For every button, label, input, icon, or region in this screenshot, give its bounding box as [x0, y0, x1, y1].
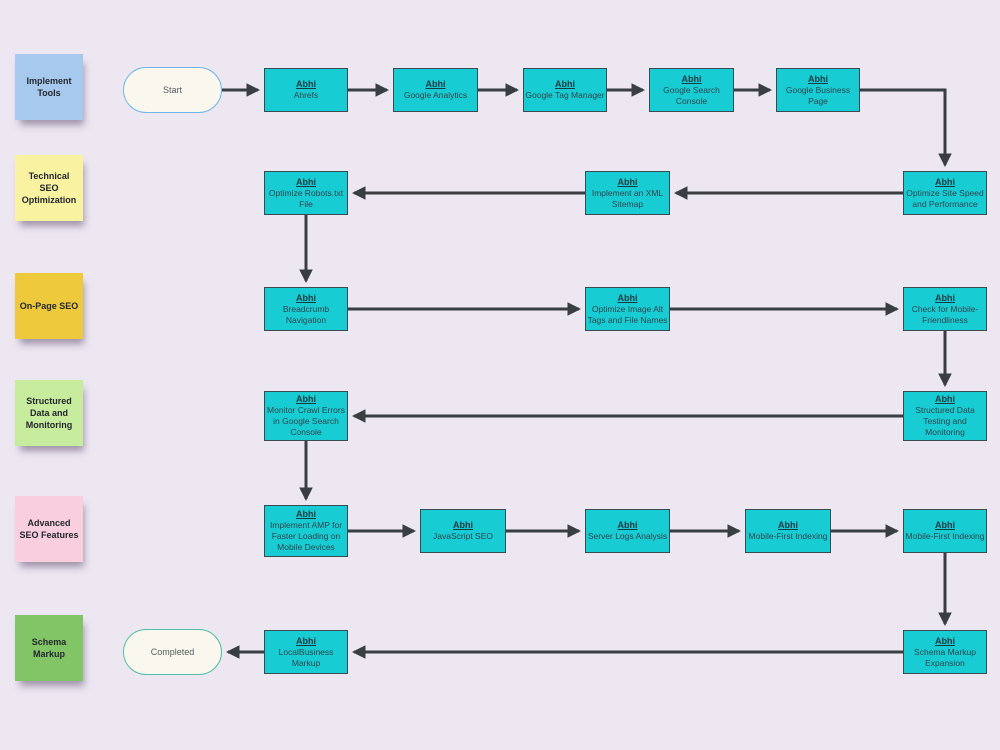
flow-node-image-alt-tags[interactable]: Abhi Optimize Image Alt Tags and File Na… [585, 287, 670, 331]
flow-node-google-tag-manager[interactable]: Abhi Google Tag Manager [523, 68, 607, 112]
node-subtitle: Structured Data Testing and Monitoring [915, 405, 975, 438]
node-title: Abhi [617, 292, 638, 303]
sticky-note-schema-markup[interactable]: Schema Markup [15, 615, 83, 681]
node-subtitle: JavaScript SEO [433, 531, 493, 542]
sticky-note-advanced-seo[interactable]: Advanced SEO Features [15, 496, 83, 562]
node-subtitle: Breadcrumb Navigation [282, 303, 330, 325]
node-subtitle: Ahrefs [293, 90, 319, 101]
node-title: Abhi [935, 519, 955, 530]
node-subtitle: Implement AMP for Faster Loading on Mobi… [269, 520, 343, 553]
sticky-note-on-page-seo[interactable]: On-Page SEO [15, 273, 83, 339]
node-title: Abhi [296, 509, 316, 520]
node-title: Abhi [617, 176, 638, 187]
node-subtitle: Optimize Site Speed and Performance [906, 187, 984, 209]
flow-node-optimize-site-speed[interactable]: Abhi Optimize Site Speed and Performance [903, 171, 987, 215]
flow-node-mobile-friendliness[interactable]: Abhi Check for Mobile-Friendliness [903, 287, 987, 331]
node-title: Abhi [617, 519, 638, 530]
start-label: Start [162, 85, 182, 95]
node-title: Abhi [935, 394, 955, 405]
node-title: Abhi [681, 73, 702, 84]
node-subtitle: Google Search Console [663, 84, 720, 106]
flow-node-ahrefs[interactable]: Abhi Ahrefs [264, 68, 348, 112]
flow-node-javascript-seo[interactable]: Abhi JavaScript SEO [420, 509, 506, 553]
flow-node-mobile-first-indexing-1[interactable]: Abhi Mobile-First Indexing [745, 509, 831, 553]
flow-node-robots-txt[interactable]: Abhi Optimize Robots.txt File [264, 171, 348, 215]
flow-node-breadcrumb-navigation[interactable]: Abhi Breadcrumb Navigation [264, 287, 348, 331]
node-subtitle: Server Logs Analysis [587, 531, 668, 542]
node-title: Abhi [296, 635, 316, 646]
completed-terminal[interactable]: Completed [123, 629, 222, 675]
sticky-label: Advanced SEO Features [19, 517, 79, 540]
sticky-note-structured-data[interactable]: Structured Data and Monitoring [15, 380, 83, 446]
node-title: Abhi [935, 635, 955, 646]
node-title: Abhi [778, 519, 798, 530]
flow-node-structured-data-testing[interactable]: Abhi Structured Data Testing and Monitor… [903, 391, 987, 441]
flow-node-server-logs-analysis[interactable]: Abhi Server Logs Analysis [585, 509, 670, 553]
node-title: Abhi [296, 292, 316, 303]
node-subtitle: Google Analytics [403, 90, 468, 101]
node-title: Abhi [808, 73, 828, 84]
node-title: Abhi [453, 519, 473, 530]
node-subtitle: Monitor Crawl Errors in Google Search Co… [267, 405, 345, 438]
completed-label: Completed [150, 647, 195, 657]
sticky-label: Technical SEO Optimization [21, 170, 77, 206]
flow-node-monitor-crawl-errors[interactable]: Abhi Monitor Crawl Errors in Google Sear… [264, 391, 348, 441]
flow-node-xml-sitemap[interactable]: Abhi Implement an XML Sitemap [585, 171, 670, 215]
node-title: Abhi [935, 176, 955, 187]
flow-node-schema-markup-expansion[interactable]: Abhi Schema Markup Expansion [903, 630, 987, 674]
node-subtitle: Schema Markup Expansion [914, 646, 976, 668]
sticky-note-technical-seo[interactable]: Technical SEO Optimization [15, 155, 83, 221]
node-subtitle: Mobile-First Indexing [748, 531, 828, 542]
flow-node-implement-amp[interactable]: Abhi Implement AMP for Faster Loading on… [264, 505, 348, 557]
flow-node-localbusiness-markup[interactable]: Abhi LocalBusiness Markup [264, 630, 348, 674]
node-title: Abhi [296, 78, 316, 89]
node-subtitle: Mobile-First Indexing [905, 531, 985, 542]
node-subtitle: Google Business Page [785, 84, 851, 106]
sticky-note-implement-tools[interactable]: Implement Tools [15, 54, 83, 120]
sticky-label: Schema Markup [31, 636, 67, 659]
node-title: Abhi [935, 292, 955, 303]
node-subtitle: Implement an XML Sitemap [591, 187, 664, 209]
sticky-label: Implement Tools [26, 75, 72, 98]
node-subtitle: LocalBusiness Markup [278, 646, 334, 668]
node-title: Abhi [555, 78, 575, 89]
node-title: Abhi [296, 394, 316, 405]
sticky-label: On-Page SEO [19, 300, 79, 311]
node-subtitle: Optimize Image Alt Tags and File Names [587, 303, 668, 325]
flow-node-google-analytics[interactable]: Abhi Google Analytics [393, 68, 478, 112]
flow-node-google-search-console[interactable]: Abhi Google Search Console [649, 68, 734, 112]
flow-node-google-business-page[interactable]: Abhi Google Business Page [776, 68, 860, 112]
sticky-label: Structured Data and Monitoring [25, 395, 73, 431]
node-subtitle: Google Tag Manager [525, 90, 605, 101]
flow-node-mobile-first-indexing-2[interactable]: Abhi Mobile-First Indexing [903, 509, 987, 553]
node-title: Abhi [425, 78, 446, 89]
node-title: Abhi [296, 176, 316, 187]
node-subtitle: Optimize Robots.txt File [268, 187, 344, 209]
start-terminal[interactable]: Start [123, 67, 222, 113]
node-subtitle: Check for Mobile-Friendliness [911, 303, 979, 325]
